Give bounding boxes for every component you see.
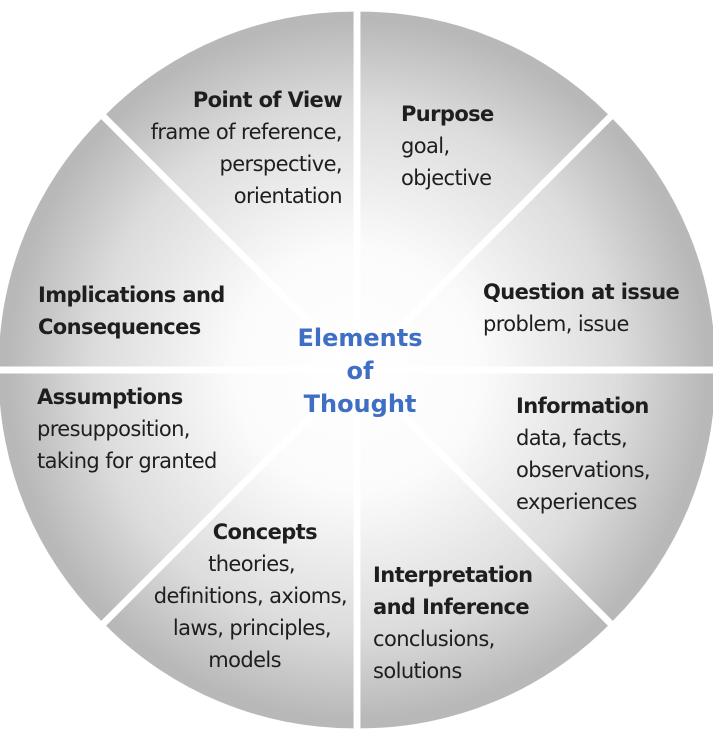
center-title-line: Thought: [303, 390, 417, 418]
segment-detail: goal,: [401, 134, 450, 158]
wheel-segment-concepts: [106, 378, 354, 729]
segment-title: and Inference: [373, 595, 530, 619]
segment-detail: frame of reference,: [150, 120, 343, 144]
segment-detail: objective: [401, 166, 492, 190]
segment-label-question-at-issue: Question at issue problem, issue: [483, 276, 680, 340]
wheel-segment-assumptions: [0, 373, 349, 621]
segment-detail: problem, issue: [483, 312, 629, 336]
segment-detail: experiences: [516, 490, 637, 514]
segment-detail: models: [208, 648, 281, 672]
segment-label-implications-and-consequences: Implications and Consequences: [38, 279, 225, 343]
segment-detail: taking for granted: [37, 449, 217, 473]
segment-title: Assumptions: [37, 385, 183, 409]
segment-label-concepts: Concepts theories, definitions, axioms, …: [153, 516, 348, 676]
wheel-segment-information: [365, 373, 713, 621]
wheel-segment-question-at-issue: [365, 119, 713, 367]
segment-detail: presupposition,: [37, 417, 190, 441]
segment-detail: perspective,: [219, 152, 342, 176]
segment-title: Implications and: [38, 283, 225, 307]
center-title-line: of: [346, 357, 374, 385]
segment-title: Question at issue: [483, 280, 680, 304]
segment-detail: definitions, axioms,: [153, 584, 348, 608]
wheel-segment-interpretation-and-inference: [360, 378, 608, 729]
segment-label-point-of-view: Point of View frame of reference, perspe…: [150, 84, 343, 212]
segment-detail: solutions: [373, 659, 462, 683]
segment-detail: conclusions,: [373, 627, 495, 651]
segment-detail: theories,: [208, 552, 296, 576]
segment-title: Information: [516, 394, 649, 418]
segment-title: Interpretation: [373, 563, 533, 587]
segment-title: Point of View: [192, 88, 343, 112]
wheel-segment-point-of-view: [106, 11, 354, 362]
wheel-segment-purpose: [360, 11, 608, 362]
center-title-line: Elements: [297, 324, 423, 352]
segment-label-purpose: Purpose goal, objective: [401, 98, 494, 194]
segment-title: Consequences: [38, 315, 201, 339]
segment-title: Purpose: [401, 102, 494, 126]
segment-label-assumptions: Assumptions presupposition, taking for g…: [37, 381, 217, 477]
center-title: Elements of Thought: [256, 322, 464, 421]
segment-detail: orientation: [233, 184, 343, 208]
segment-label-interpretation-and-inference: Interpretation and Inference conclusions…: [373, 559, 533, 687]
segment-detail: observations,: [516, 458, 651, 482]
segment-detail: laws, principles,: [172, 616, 332, 640]
segment-detail: data, facts,: [516, 426, 628, 450]
segment-title: Concepts: [212, 520, 318, 544]
wheel-segment-implications-and-consequences: [0, 119, 349, 367]
segment-label-information: Information data, facts, observations, e…: [516, 390, 651, 518]
